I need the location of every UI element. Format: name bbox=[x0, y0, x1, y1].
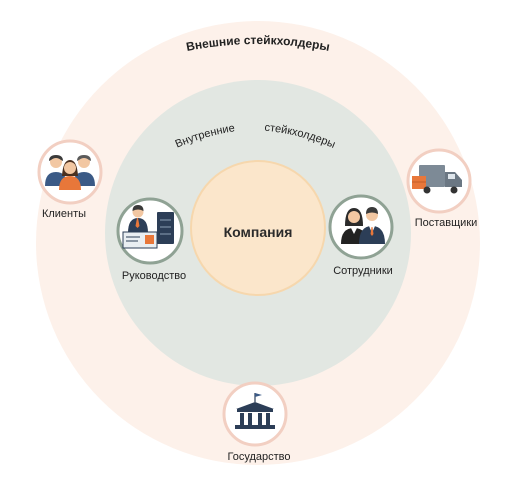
government-node bbox=[222, 381, 288, 447]
outer-ring-label: Внешние стейкхолдеры bbox=[185, 33, 331, 54]
suppliers-label: Поставщики bbox=[414, 217, 478, 229]
clients-node bbox=[37, 139, 103, 205]
people-group-icon bbox=[45, 155, 95, 190]
delivery-truck-icon bbox=[412, 165, 462, 194]
company-label: Компания bbox=[223, 224, 293, 240]
management-node bbox=[116, 197, 184, 265]
employees-icon bbox=[341, 207, 385, 244]
suppliers-node bbox=[406, 148, 472, 214]
government-label: Государство bbox=[227, 451, 291, 463]
manager-desk-icon bbox=[122, 205, 174, 249]
employees-node bbox=[328, 194, 394, 260]
clients-label: Клиенты bbox=[41, 208, 87, 220]
management-label: Руководство bbox=[121, 270, 187, 282]
employees-label: Сотрудники bbox=[333, 265, 393, 277]
company-core bbox=[190, 160, 326, 296]
government-building-icon bbox=[235, 393, 275, 429]
